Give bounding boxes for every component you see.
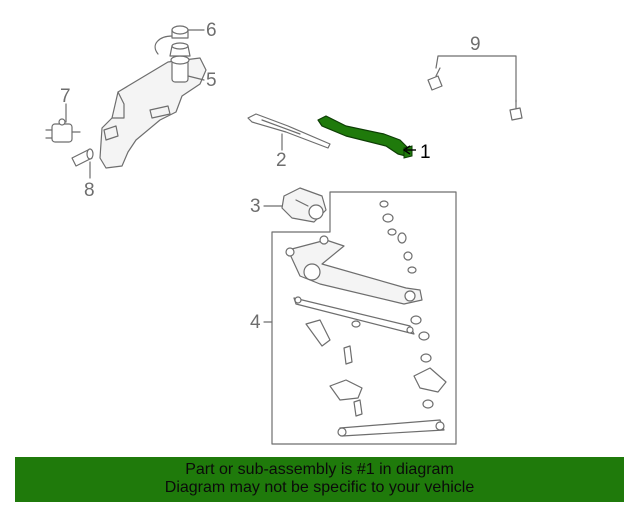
wiper-arm-highlighted bbox=[317, 115, 416, 159]
washer-reservoir bbox=[99, 42, 207, 169]
linkage-box bbox=[271, 191, 457, 445]
notice-line-2: Diagram may not be specific to your vehi… bbox=[164, 479, 475, 496]
wiper-blade bbox=[247, 113, 331, 149]
callout-2: 2 bbox=[276, 150, 287, 171]
callout-4: 4 bbox=[250, 312, 261, 333]
callout-8: 8 bbox=[84, 180, 95, 201]
callout-7: 7 bbox=[60, 86, 71, 107]
pump-grommet bbox=[71, 148, 94, 167]
notice-line-1: Part or sub-assembly is #1 in diagram bbox=[185, 461, 454, 478]
parts-diagram: 1 2 3 4 5 6 7 8 9 bbox=[45, 20, 523, 445]
linkage-hardware bbox=[351, 200, 434, 409]
washer-pump bbox=[45, 118, 81, 143]
washer-nozzles bbox=[427, 67, 523, 121]
diagram-notice-banner: Part or sub-assembly is #1 in diagram Di… bbox=[15, 457, 624, 502]
wiper-motor bbox=[281, 187, 327, 223]
callout-5: 5 bbox=[206, 70, 217, 91]
callout-3: 3 bbox=[250, 196, 261, 217]
leader-lines bbox=[65, 29, 517, 323]
callout-9: 9 bbox=[470, 34, 481, 55]
wiper-linkage bbox=[285, 235, 447, 437]
callout-6: 6 bbox=[206, 20, 217, 41]
callout-1: 1 bbox=[420, 142, 431, 163]
